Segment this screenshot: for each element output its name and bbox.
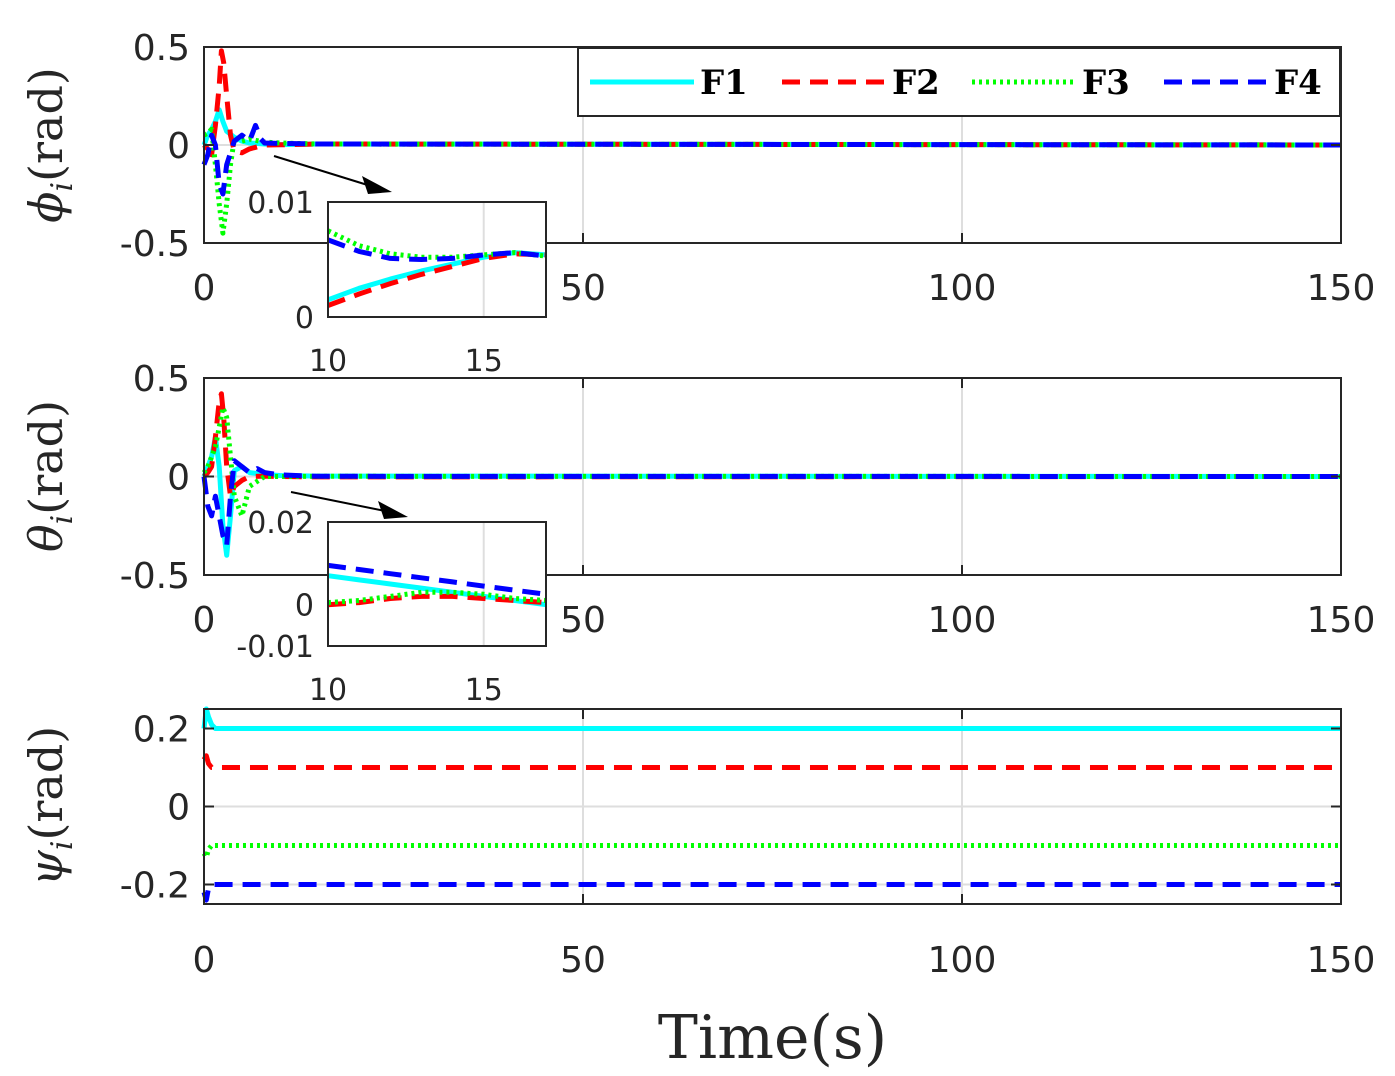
x-tick-label: 0 — [193, 600, 216, 641]
legend-label-F1: F1 — [700, 63, 748, 103]
legend-label-F4: F4 — [1274, 63, 1322, 103]
x-axis-label: Time(s) — [658, 1003, 887, 1073]
y-tick-label: 0 — [167, 788, 190, 829]
x-tick-label: 100 — [928, 940, 997, 981]
inset-y-tick-label: 0.01 — [247, 186, 314, 221]
inset-axes-box — [327, 521, 547, 647]
inset-area — [328, 522, 546, 646]
series-line-F3 — [201, 843, 1341, 860]
x-tick-label: 150 — [1307, 600, 1376, 641]
y-axis-label-subscript: i — [45, 515, 80, 525]
legend-label-F2: F2 — [892, 63, 940, 103]
y-axis-label-unit: (rad) — [19, 726, 73, 841]
inset-x-tick-label: 15 — [465, 344, 503, 379]
legend-box — [577, 47, 1341, 117]
inset-series-line-F4 — [327, 562, 547, 597]
inset-y-tick-label: 0 — [295, 589, 314, 624]
inset-series-line-F2 — [327, 251, 547, 308]
y-tick-label: 0.5 — [133, 28, 190, 69]
inset-series-line-F3 — [327, 589, 547, 606]
y-tick-label: -0.5 — [120, 556, 190, 597]
legend-label-F3: F3 — [1082, 63, 1130, 103]
x-tick-label: 0 — [193, 268, 216, 309]
y-axis-label-symbol: θ — [19, 524, 73, 552]
zoom-arrow-line — [290, 491, 391, 513]
x-tick-label: 0 — [193, 940, 216, 981]
series-line-F4 — [201, 882, 1341, 903]
legend: F1 F2 F3 F4 — [577, 47, 1341, 117]
x-tick-label: 50 — [560, 268, 606, 309]
series-line-F2 — [202, 391, 1342, 499]
y-tick-label: -0.2 — [120, 866, 190, 907]
y-axis-label-unit: (rad) — [19, 67, 73, 182]
y-axis-label-subscript: i — [45, 182, 80, 192]
x-tick-label: 50 — [560, 940, 606, 981]
y-axis-label: ψi(rad) — [19, 726, 80, 886]
inset-axes-box — [327, 201, 547, 318]
x-tick-label: 150 — [1307, 940, 1376, 981]
series-line-F2 — [201, 753, 1341, 770]
inset-y-tick-label: 0 — [295, 301, 314, 336]
y-tick-label: 0.2 — [133, 710, 190, 751]
x-tick-label: 100 — [928, 268, 997, 309]
inset-plot: 10 15 0.02 0 -0.01 — [236, 491, 547, 708]
inset-series-line-F3 — [326, 228, 547, 260]
inset-y-tick-label: 0.02 — [247, 506, 314, 541]
inset-x-tick-label: 10 — [309, 344, 347, 379]
y-tick-label: -0.5 — [120, 224, 190, 265]
inset-x-tick-label: 15 — [465, 673, 503, 708]
y-axis-label-symbol: ϕ — [19, 192, 73, 223]
zoom-arrow-head — [362, 176, 392, 194]
y-axis-label: θi(rad) — [19, 400, 80, 552]
inset-x-tick-label: 10 — [309, 673, 347, 708]
y-axis-label-subscript: i — [45, 841, 80, 851]
inset-series-line-F4 — [327, 237, 547, 262]
zoom-arrow-line — [273, 155, 375, 188]
y-tick-label: 0 — [167, 126, 190, 167]
y-tick-label: 0.5 — [133, 359, 190, 400]
y-axis-label-symbol: ψ — [19, 849, 73, 886]
series-line-F4 — [201, 458, 1342, 548]
inset-y-tick-label: -0.01 — [236, 630, 314, 665]
x-tick-label: 50 — [560, 600, 606, 641]
zoom-arrow-head — [378, 501, 408, 519]
inset-plot: 10 15 0.01 0 — [247, 155, 547, 379]
y-axis-label-unit: (rad) — [19, 400, 73, 515]
series-line-F3 — [201, 405, 1342, 519]
y-axis-label: ϕi(rad) — [19, 67, 80, 223]
x-tick-label: 100 — [928, 600, 997, 641]
y-tick-label: 0 — [167, 458, 190, 499]
x-tick-label: 150 — [1307, 268, 1376, 309]
series-line-F4 — [201, 122, 1342, 197]
